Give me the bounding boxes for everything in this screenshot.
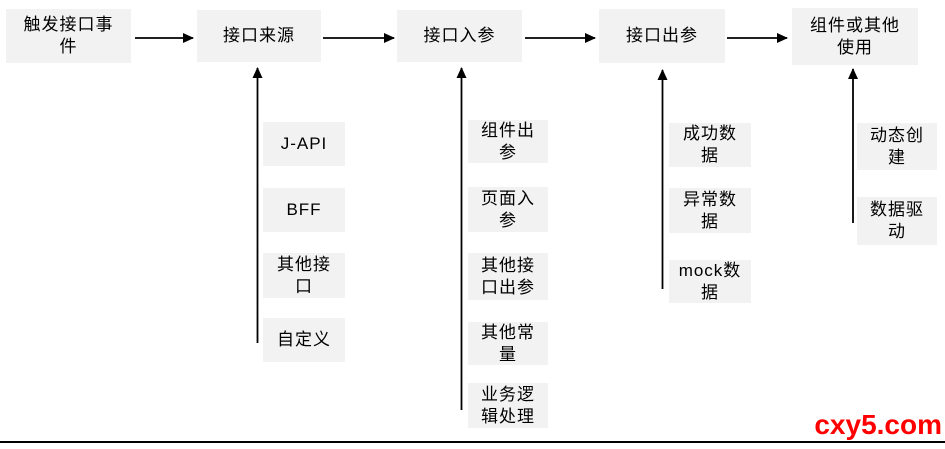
option-business-logic: 业务逻 辑处理 [468,383,548,428]
option-data-driven: 数据驱 动 [857,197,937,245]
option-success-data: 成功数 据 [669,123,751,167]
option-custom: 自定义 [263,318,345,362]
option-bff: BFF [263,188,345,232]
node-trigger-event: 触发接口事 件 [6,9,131,63]
option-mock-data: mock数 据 [669,260,751,303]
option-other-constant: 其他常 量 [468,322,548,365]
node-api-input: 接口入参 [397,10,522,62]
node-component-usage: 组件或其他 使用 [792,8,918,65]
node-api-output: 接口出参 [599,9,725,63]
option-other-api: 其他接 口 [263,253,345,298]
node-api-source: 接口来源 [197,10,321,62]
option-j-api: J-API [263,122,345,166]
option-other-api-output: 其他接 口出参 [468,253,548,300]
bottom-divider [0,441,945,443]
option-component-output: 组件出 参 [468,120,548,163]
option-dynamic-create: 动态创 建 [857,123,937,170]
watermark-text: cxy5.com [814,409,942,440]
option-page-input: 页面入 参 [468,187,548,232]
option-error-data: 异常数 据 [669,188,751,233]
